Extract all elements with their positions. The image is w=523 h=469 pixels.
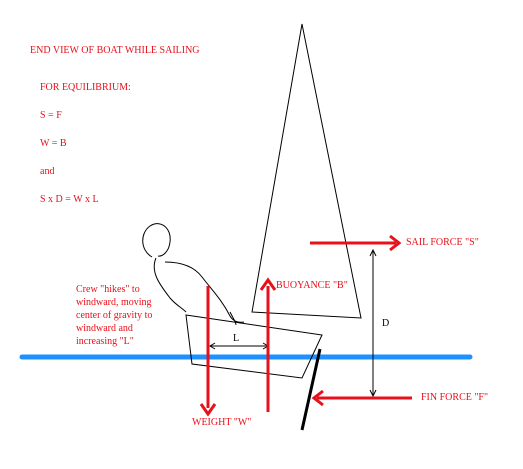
weight-label: WEIGHT "W" [192, 417, 252, 428]
l-dimension-label: L [233, 333, 240, 344]
l-arrow-left [209, 342, 216, 350]
crew-note-line: windward and [76, 323, 133, 334]
crew-note: Crew "hikes" to windward, moving center … [76, 283, 152, 348]
sail-force-arrow-head [389, 234, 402, 252]
d-arrow-bottom [369, 389, 377, 398]
equilibrium-heading: FOR EQUILIBRIUM: [40, 82, 131, 93]
equation-w-b: W = B [40, 138, 67, 149]
d-dimension-label: D [382, 318, 390, 329]
crew-note-line: Crew "hikes" to [76, 284, 140, 295]
crew-figure [142, 223, 245, 326]
equation-s-f: S = F [40, 110, 62, 121]
weight-arrow-head [199, 403, 217, 417]
equation-and: and [40, 166, 55, 177]
d-arrow-top [369, 248, 377, 257]
buoyancy-arrow-head [259, 277, 277, 291]
hull [185, 314, 323, 379]
fin-keel [300, 348, 322, 431]
fin-force-label: FIN FORCE "F" [421, 392, 489, 403]
crew-note-line: center of gravity to [76, 310, 153, 321]
sail [251, 23, 362, 319]
crew-note-line: increasing "L" [76, 336, 134, 347]
buoyancy-label: BUOYANCE "B" [276, 280, 348, 291]
crew-note-line: windward, moving [76, 297, 152, 308]
diagram-title: END VIEW OF BOAT WHILE SAILING [30, 45, 200, 56]
equation-moments: S x D = W x L [40, 194, 99, 205]
fin-force-arrow-head [311, 389, 324, 407]
sail-force-label: SAIL FORCE "S" [406, 237, 479, 248]
